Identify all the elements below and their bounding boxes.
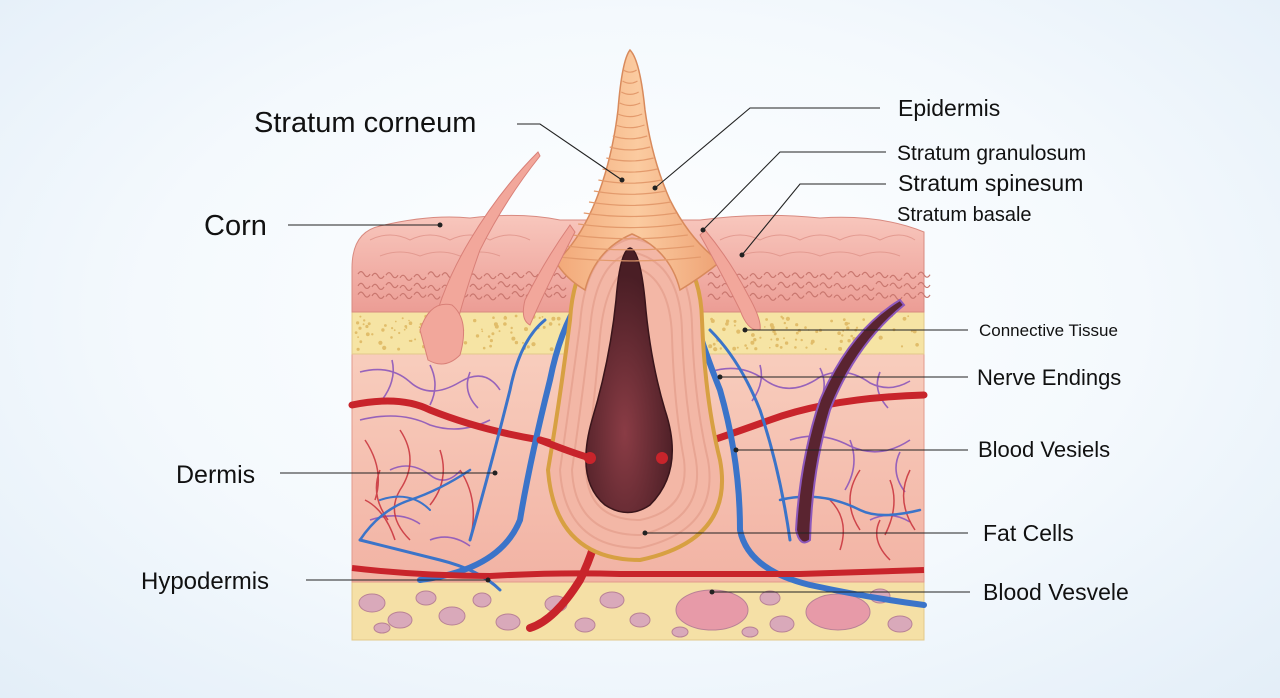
label-nerve-endings: Nerve Endings <box>977 365 1121 390</box>
label-corn: Corn <box>204 210 267 242</box>
connective-dots <box>354 314 919 352</box>
artery-bottom <box>351 565 925 580</box>
label-stratum-basale: Stratum basale <box>897 204 1032 226</box>
label-stratum-granulosum: Stratum granulosum <box>897 142 1086 165</box>
fat-cells <box>358 588 913 638</box>
leader-lines <box>280 107 970 595</box>
label-stratum-spinesum: Stratum spinesum <box>898 170 1083 196</box>
vessel-end-left <box>584 452 596 464</box>
label-hypodermis: Hypodermis <box>141 568 269 595</box>
epidermis-texture <box>357 271 931 301</box>
hair-dark <box>794 298 906 544</box>
label-fat-cells: Fat Cells <box>983 520 1074 546</box>
vessel-end-right <box>656 452 668 464</box>
hair-left-small <box>522 224 576 326</box>
epidermis-cells <box>369 234 916 257</box>
label-stratum-corneum: Stratum corneum <box>254 107 476 139</box>
label-blood-vesiels: Blood Vesiels <box>978 437 1110 462</box>
hair-left-bulb <box>419 303 465 365</box>
label-blood-vesvele: Blood Vesvele <box>983 579 1129 605</box>
skin-block <box>348 48 931 641</box>
label-epidermis: Epidermis <box>898 95 1000 121</box>
red-capillaries <box>364 429 916 561</box>
label-connective-tissue: Connective Tissue <box>979 321 1118 340</box>
corn-cone <box>555 48 722 292</box>
veins <box>358 297 927 608</box>
label-dermis: Dermis <box>176 461 255 489</box>
corn-core <box>585 247 674 514</box>
corn-rings <box>559 69 701 262</box>
labels: Stratum corneum Corn Dermis Hypodermis E… <box>141 95 1129 605</box>
